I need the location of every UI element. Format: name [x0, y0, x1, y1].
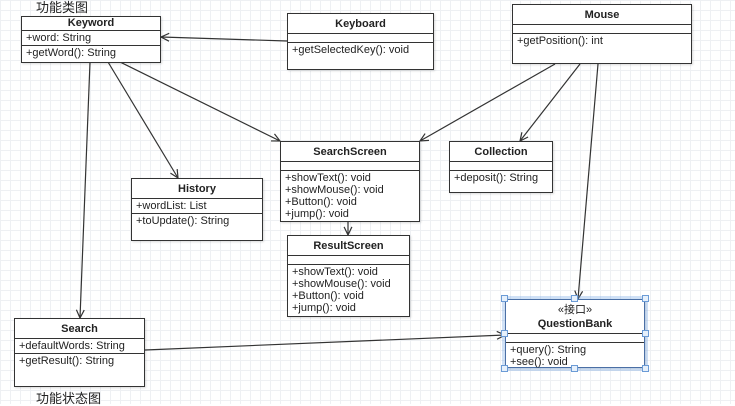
class-name: Collection — [474, 146, 528, 158]
methods-section: +deposit(): String — [450, 171, 552, 185]
class-title: Search — [15, 319, 144, 339]
class-name: QuestionBank — [537, 318, 613, 330]
resize-handle[interactable] — [501, 329, 508, 337]
arrowhead-icon — [159, 32, 170, 42]
relation-keyword-to-searchscreen[interactable] — [119, 61, 282, 142]
relation-search-to-questionbank[interactable] — [144, 330, 507, 351]
class-title: SearchScreen — [281, 142, 419, 162]
method: +query(): String — [510, 344, 587, 356]
methods-section: +getWord(): String — [22, 46, 160, 60]
resize-handle[interactable] — [501, 295, 508, 302]
methods-section: +toUpdate(): String — [132, 214, 262, 228]
class-title: Mouse — [513, 5, 691, 25]
class-name: ResultScreen — [313, 240, 384, 252]
attributes-section: +wordList: List — [132, 199, 262, 214]
caption-top: 功能类图 — [36, 0, 89, 15]
methods-section: +query(): String+see(): void — [506, 343, 644, 369]
class-title: «接口» QuestionBank — [506, 300, 644, 334]
attributes-section: +defaultWords: String — [15, 339, 144, 354]
resize-handle[interactable] — [642, 365, 649, 372]
method: +toUpdate(): String — [136, 215, 230, 227]
method: +getWord(): String — [26, 47, 116, 59]
method: +getSelectedKey(): void — [292, 44, 410, 56]
class-resultscreen[interactable]: ResultScreen +showText(): void+showMouse(… — [287, 235, 410, 317]
attributes-section — [506, 334, 644, 343]
class-searchscreen[interactable]: SearchScreen +showText(): void+showMouse(… — [280, 141, 420, 222]
class-title: ResultScreen — [288, 236, 409, 256]
resize-handle[interactable] — [571, 365, 578, 372]
method: +Button(): void — [292, 290, 364, 302]
class-name: Keyword — [67, 17, 115, 29]
class-title: Keyword — [22, 17, 160, 31]
class-keyword[interactable]: Keyword +word: String +getWord(): String — [21, 16, 161, 63]
method: +jump(): void — [285, 208, 349, 220]
arrowhead-icon — [170, 168, 179, 180]
method: +see(): void — [510, 356, 568, 368]
relation-mouse-to-searchscreen[interactable] — [418, 63, 556, 142]
method: +getPosition(): int — [517, 35, 603, 47]
caption-bottom: 功能状态图 — [36, 391, 102, 406]
attributes-section — [288, 256, 409, 265]
attribute: +word: String — [26, 32, 92, 44]
method: +jump(): void — [292, 302, 356, 314]
arrowhead-icon — [418, 133, 430, 142]
resize-handle[interactable] — [571, 295, 578, 302]
method: +showText(): void — [285, 172, 371, 184]
attributes-section — [281, 162, 419, 171]
resize-handle[interactable] — [642, 329, 649, 337]
relation-mouse-to-questionbank[interactable] — [574, 63, 599, 301]
class-name: Search — [61, 323, 98, 335]
class-title: History — [132, 179, 262, 199]
class-title: Keyboard — [288, 14, 433, 34]
class-history[interactable]: History +wordList: List +toUpdate(): Strin… — [131, 178, 263, 241]
class-mouse[interactable]: Mouse +getPosition(): int — [512, 4, 692, 64]
class-name: Keyboard — [335, 18, 386, 30]
relation-keyword-to-history[interactable] — [107, 61, 179, 180]
attributes-section — [288, 34, 433, 43]
class-collection[interactable]: Collection +deposit(): String — [449, 141, 553, 193]
attributes-section: +word: String — [22, 31, 160, 46]
class-title: Collection — [450, 142, 552, 162]
resize-handle[interactable] — [642, 295, 649, 302]
class-name: History — [178, 183, 216, 195]
method: +showMouse(): void — [292, 278, 391, 290]
method: +getResult(): String — [19, 355, 115, 367]
class-search[interactable]: Search +defaultWords: String +getResult():… — [14, 318, 145, 387]
relation-mouse-to-collection[interactable] — [519, 63, 581, 143]
method: +showText(): void — [292, 266, 378, 278]
methods-section: +showText(): void+showMouse(): void+Butt… — [288, 265, 409, 315]
class-questionbank[interactable]: «接口» QuestionBank +query(): String+see(): … — [502, 296, 648, 371]
methods-section: +getSelectedKey(): void — [288, 43, 433, 57]
relation-searchscreen-to-resultscreen[interactable] — [343, 222, 353, 237]
stereotype-label: «接口» — [557, 304, 593, 316]
resize-handle[interactable] — [501, 365, 508, 372]
method: +deposit(): String — [454, 172, 539, 184]
attributes-section — [450, 162, 552, 171]
class-name: Mouse — [584, 9, 620, 21]
method: +Button(): void — [285, 196, 357, 208]
relation-keyword-to-search[interactable] — [75, 61, 91, 320]
method: +showMouse(): void — [285, 184, 384, 196]
class-keyboard[interactable]: Keyboard +getSelectedKey(): void — [287, 13, 434, 70]
methods-section: +showText(): void+showMouse(): void+Butt… — [281, 171, 419, 221]
attribute: +defaultWords: String — [19, 340, 125, 352]
attributes-section — [513, 25, 691, 34]
methods-section: +getResult(): String — [15, 354, 144, 368]
methods-section: +getPosition(): int — [513, 34, 691, 48]
class-name: SearchScreen — [313, 146, 387, 158]
attribute: +wordList: List — [136, 200, 207, 212]
relation-keyboard-to-keyword[interactable] — [159, 32, 288, 42]
